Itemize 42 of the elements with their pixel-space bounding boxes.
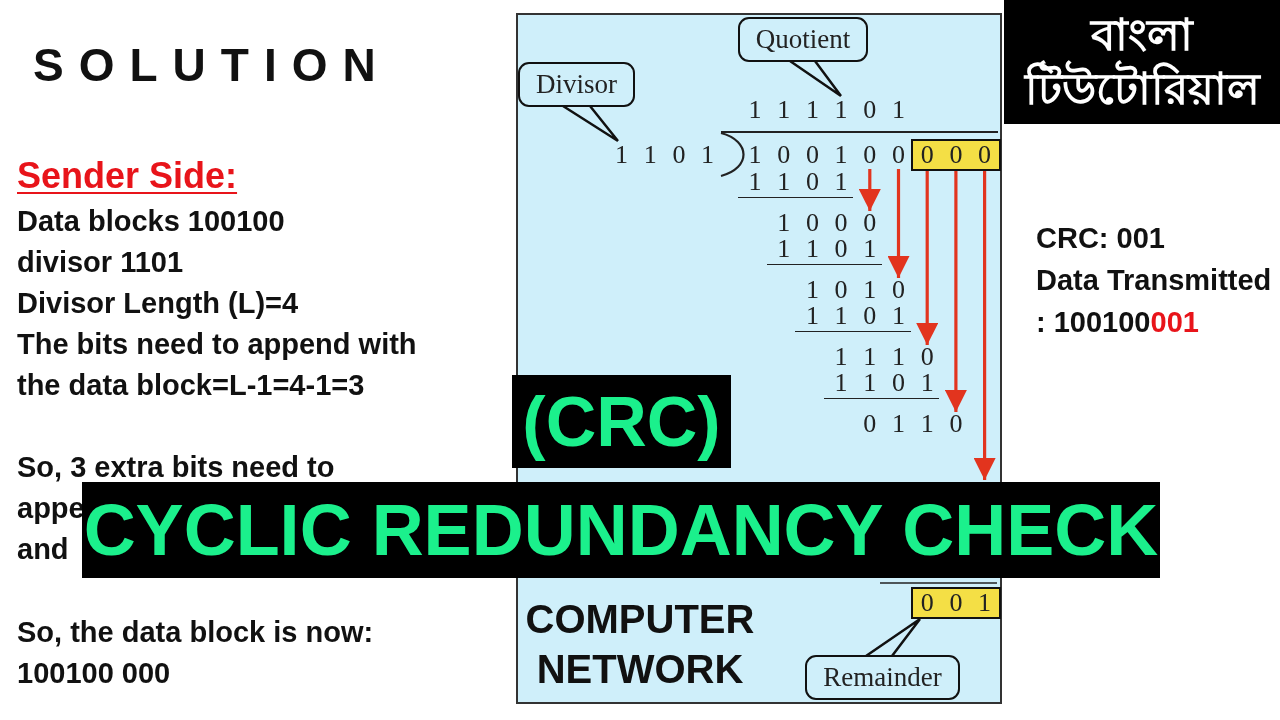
underlined-digit-row: 1 1 0 1 <box>766 237 882 265</box>
body-text: and <box>17 532 69 567</box>
title-banner: CYCLIC REDUNDANCY CHECK <box>82 482 1160 578</box>
arrow <box>887 169 910 278</box>
underlined-digit-row: 1 1 0 1 <box>738 170 854 198</box>
quotient-digits: 1 1 1 1 0 1 <box>748 96 905 124</box>
digit-row: 1 0 0 0 <box>777 211 877 235</box>
dividend-digits: 1 0 0 1 0 0 <box>748 141 905 169</box>
body-text: So, 3 extra bits need to <box>17 450 335 485</box>
body-text: divisor 1101 <box>17 245 184 280</box>
language-banner: বাংলা টিউটোরিয়াল <box>1004 0 1280 124</box>
arrow <box>944 171 967 412</box>
underlined-digit-row: 1 1 0 1 <box>795 304 911 332</box>
callout-bubble: Divisor <box>518 62 635 107</box>
callout-tail <box>864 617 922 658</box>
divisor-digits: 1 1 0 1 <box>615 141 715 169</box>
callout-bubble: Quotient <box>738 17 868 62</box>
section-heading: SOLUTION <box>33 38 391 92</box>
subject-text: COMPUTER NETWORK <box>524 596 756 693</box>
body-text: Data blocks 100100 <box>17 204 285 239</box>
body-text: Divisor Length (L)=4 <box>17 286 299 321</box>
body-text: The bits need to append with the data block=L-1=4-1=3 <box>17 327 418 403</box>
arrow <box>973 171 996 480</box>
body-text: So, the data block is now: 100100 000 <box>17 615 375 691</box>
body-text: appe <box>17 491 85 526</box>
result-text: CRC: 001 <box>1036 221 1165 256</box>
subheading: Sender Side: <box>17 154 238 198</box>
highlight-box: 0 0 1 <box>910 587 1002 619</box>
result-text: 001 <box>1150 305 1199 340</box>
digit-row: 0 1 1 0 <box>863 412 963 436</box>
underlined-digit-row: 1 1 0 1 <box>824 371 940 399</box>
result-text: Data Transmitted <box>1036 263 1272 298</box>
callout-tail <box>561 104 620 143</box>
digit-row: 1 1 1 0 <box>834 345 934 369</box>
callout-bubble: Remainder <box>805 655 960 700</box>
digit-row: 1 0 1 0 <box>805 278 905 302</box>
highlight-box: 0 0 0 <box>910 139 1002 171</box>
arrow <box>916 171 939 345</box>
result-text: : 100100 <box>1036 305 1151 340</box>
callout-tail <box>788 59 843 98</box>
acronym-banner: (CRC) <box>512 375 731 468</box>
arrow <box>858 169 881 211</box>
